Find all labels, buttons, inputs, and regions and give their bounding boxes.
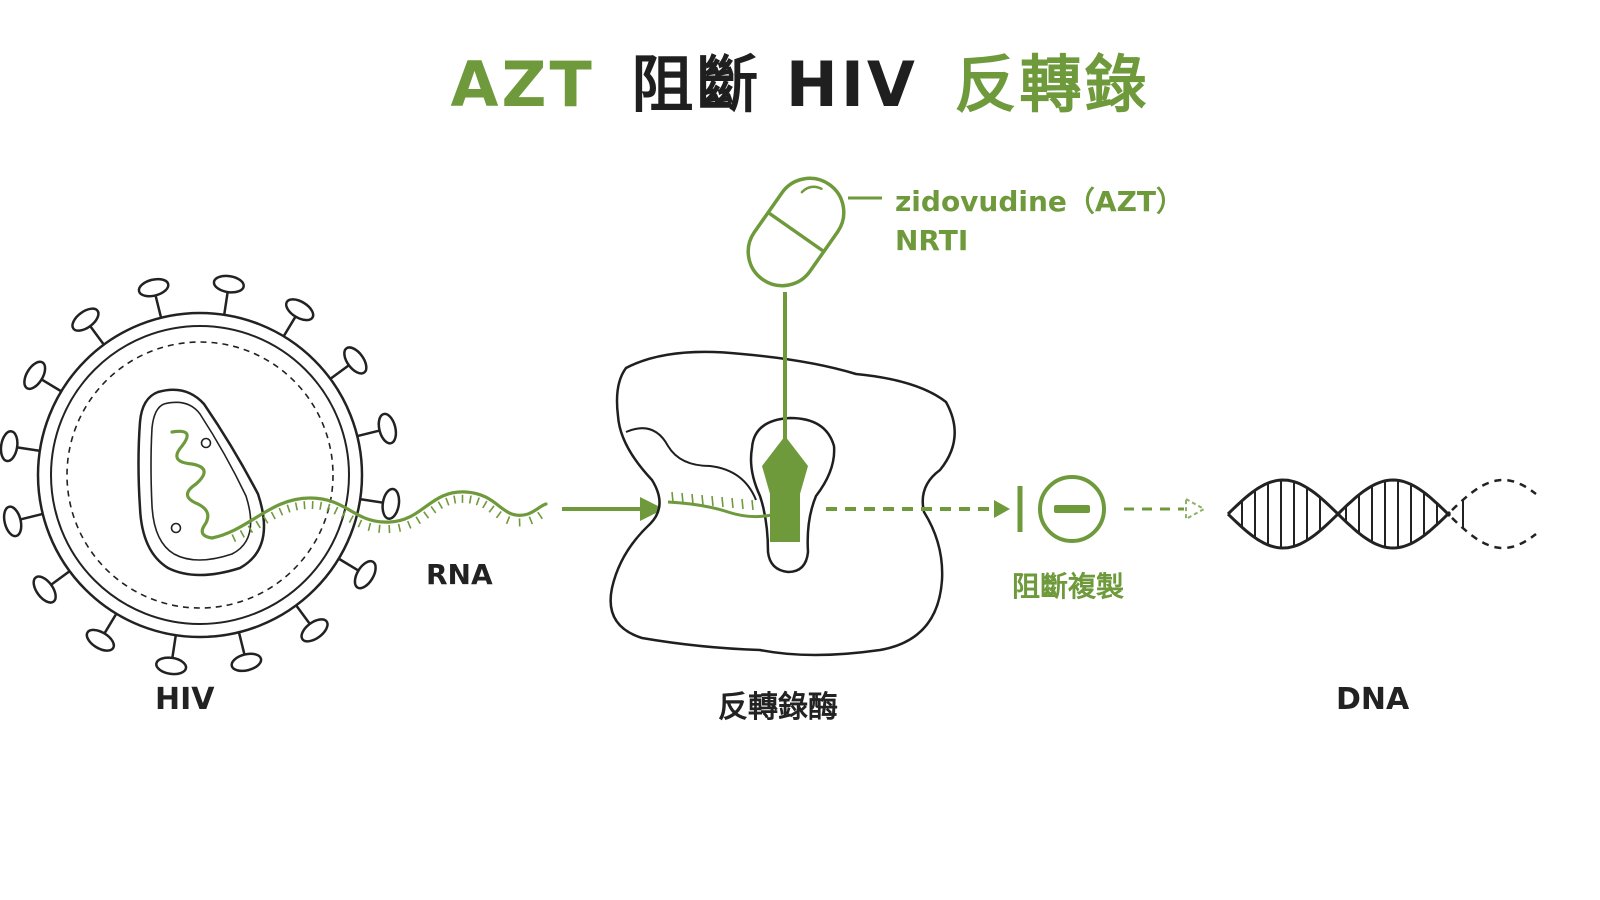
title-block-hiv: 阻斷 HIV bbox=[631, 48, 918, 121]
dna-helix-icon bbox=[1226, 478, 1537, 550]
blocked-arrow bbox=[826, 486, 1023, 532]
rna-label: RNA bbox=[426, 558, 493, 591]
title-azt: AZT bbox=[450, 48, 595, 121]
rna-to-enzyme-arrow bbox=[562, 497, 664, 521]
hiv-virus-icon bbox=[0, 274, 401, 676]
block-replication-label: 阻斷複製 bbox=[1012, 570, 1125, 603]
block-icon bbox=[1038, 475, 1106, 543]
faded-arrow bbox=[1124, 497, 1207, 521]
hiv-label: HIV bbox=[155, 682, 215, 717]
page-title: AZT 阻斷 HIV 反轉錄 bbox=[0, 34, 1600, 124]
drug-class-label: NRTI bbox=[895, 224, 969, 257]
enzyme-label: 反轉錄酶 bbox=[718, 690, 838, 725]
title-reverse-transcription: 反轉錄 bbox=[954, 48, 1150, 121]
azt-inhibitor bbox=[762, 292, 808, 542]
dna-label: DNA bbox=[1336, 682, 1410, 717]
rna-strand bbox=[210, 490, 548, 543]
drug-name-label: zidovudine（AZT） bbox=[895, 185, 1184, 218]
pill-icon bbox=[746, 176, 882, 288]
capsid-icon bbox=[137, 388, 266, 577]
